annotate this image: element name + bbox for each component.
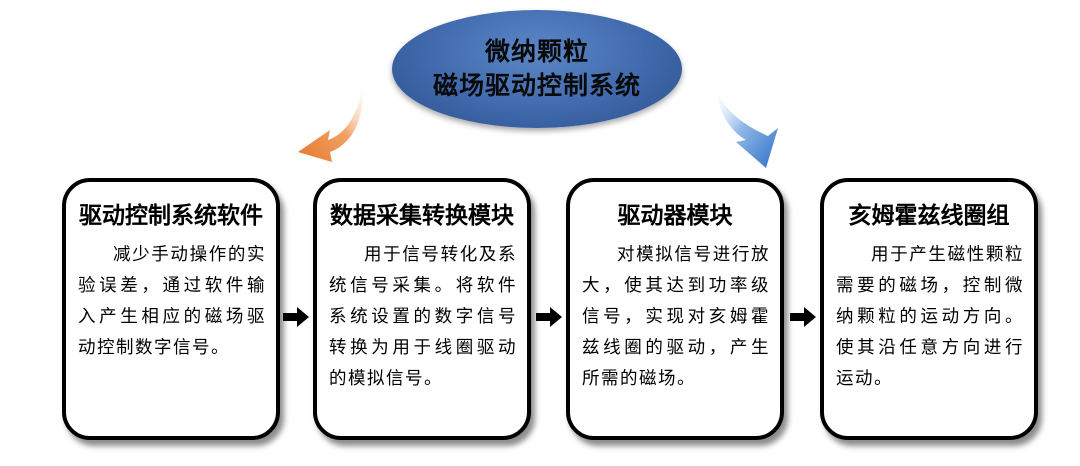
- card-driver-software: 驱动控制系统软件 减少手动操作的实验误差，通过软件输入产生相应的磁场驱动控制数字…: [62, 178, 280, 440]
- card-data-acquisition: 数据采集转换模块 用于信号转化及系统信号采集。将软件系统设置的数字信号转换为用于…: [313, 178, 531, 440]
- card-description: 对模拟信号进行放大，使其达到功率级信号，实现对亥姆霍兹线圈的驱动，产生所需的磁场…: [582, 245, 770, 389]
- title-line-1: 微纳颗粒: [484, 37, 589, 66]
- title-ellipse: 微纳颗粒 磁场驱动控制系统: [392, 10, 682, 128]
- card-description: 用于产生磁性颗粒需要的磁场，控制微纳颗粒的运动方向。使其沿任意方向进行运动。: [836, 245, 1024, 389]
- right-curved-arrow: [716, 90, 778, 168]
- card-description: 用于信号转化及系统信号采集。将软件系统设置的数字信号转换为用于线圈驱动的模拟信号…: [329, 245, 517, 389]
- flow-arrow-1: [283, 307, 309, 327]
- card-helmholtz-coils: 亥姆霍兹线圈组 用于产生磁性颗粒需要的磁场，控制微纳颗粒的运动方向。使其沿任意方…: [820, 178, 1038, 440]
- card-description: 减少手动操作的实验误差，通过软件输入产生相应的磁场驱动控制数字信号。: [78, 245, 266, 358]
- card-title: 驱动控制系统软件: [79, 203, 263, 229]
- card-title: 数据采集转换模块: [330, 203, 514, 229]
- flow-arrow-3: [790, 307, 816, 327]
- title-line-2: 磁场驱动控制系统: [432, 71, 641, 100]
- card-title: 亥姆霍兹线圈组: [848, 203, 1010, 229]
- card-driver-module: 驱动器模块 对模拟信号进行放大，使其达到功率级信号，实现对亥姆霍兹线圈的驱动，产…: [566, 178, 784, 440]
- card-title: 驱动器模块: [617, 203, 733, 229]
- left-curved-arrow: [298, 84, 363, 162]
- flow-arrow-2: [536, 307, 562, 327]
